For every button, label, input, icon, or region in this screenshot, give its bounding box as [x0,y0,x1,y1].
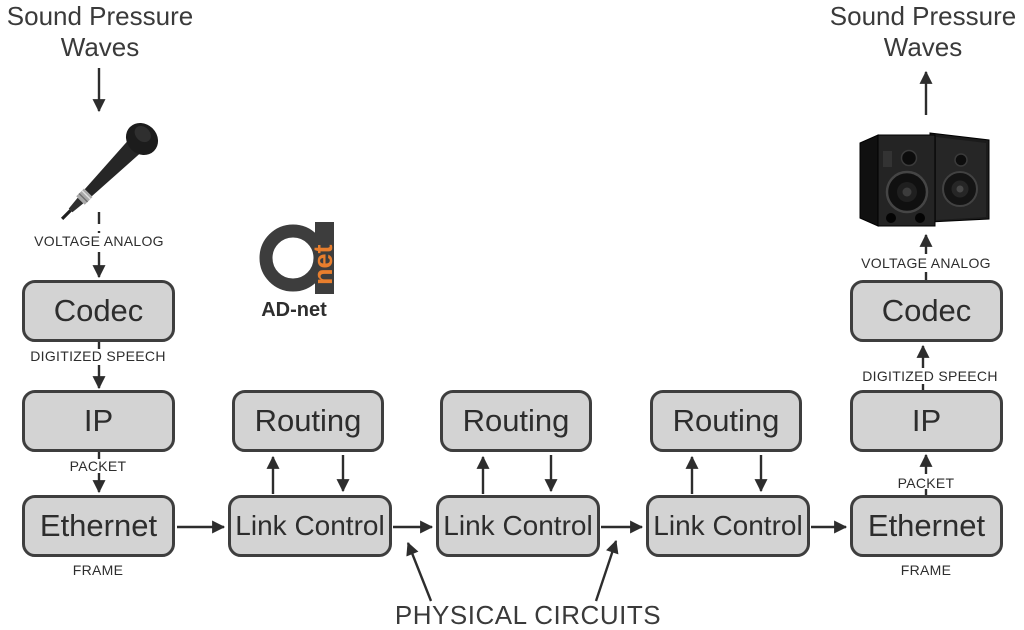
arrow-physical-left [406,541,433,602]
label-voltage-analog-left: VOLTAGE ANALOG [34,233,164,249]
node-ethernet-left-label: Ethernet [39,508,158,543]
microphone-icon [60,122,159,221]
label-physical-circuits: PHYSICAL CIRCUITS [394,600,662,630]
label-digitized-speech-left: DIGITIZED SPEECH [30,348,166,364]
node-routing-3-label: Routing [672,403,780,438]
node-ip-left: IP [22,390,175,452]
node-link-control-2: Link Control [436,495,600,557]
label-voltage-analog-right: VOLTAGE ANALOG [861,255,991,271]
header-left-line2: Waves [60,32,140,62]
logo-caption: AD-net [261,299,327,321]
node-link-control-2-label: Link Control [443,510,593,541]
node-ip-right: IP [850,390,1003,452]
node-routing-3: Routing [650,390,802,452]
node-routing-2: Routing [440,390,592,452]
label-digitized-speech-right: DIGITIZED SPEECH [862,368,998,384]
header-right-line2: Waves [883,32,963,62]
header-sound-pressure-right: Sound Pressure Waves [822,1,1024,63]
node-routing-1-label: Routing [254,403,362,438]
node-routing-2-label: Routing [462,403,570,438]
node-link-control-3: Link Control [646,495,810,557]
node-ethernet-right: Ethernet [850,495,1003,557]
logo-net-vertical-text: net [308,244,338,285]
node-codec-right-label: Codec [881,293,972,328]
header-right-line1: Sound Pressure [829,1,1017,31]
label-frame-left: FRAME [72,562,124,578]
node-codec-left: Codec [22,280,175,342]
node-codec-left-label: Codec [53,293,144,328]
node-ethernet-right-label: Ethernet [867,508,986,543]
node-routing-1: Routing [232,390,384,452]
header-sound-pressure-left: Sound Pressure Waves [0,1,200,63]
header-left-line1: Sound Pressure [6,1,194,31]
node-link-control-3-label: Link Control [653,510,803,541]
node-link-control-1: Link Control [228,495,392,557]
label-packet-right: PACKET [897,475,955,491]
label-packet-left: PACKET [69,458,127,474]
node-ip-right-label: IP [911,403,942,438]
node-ethernet-left: Ethernet [22,495,175,557]
label-frame-right: FRAME [900,562,952,578]
speakers-icon [859,132,990,227]
node-codec-right: Codec [850,280,1003,342]
node-link-control-1-label: Link Control [235,510,385,541]
node-ip-left-label: IP [83,403,114,438]
arrow-physical-right [594,539,619,602]
logo-bar [315,222,334,294]
adnet-logo: net AD-net [259,222,338,321]
